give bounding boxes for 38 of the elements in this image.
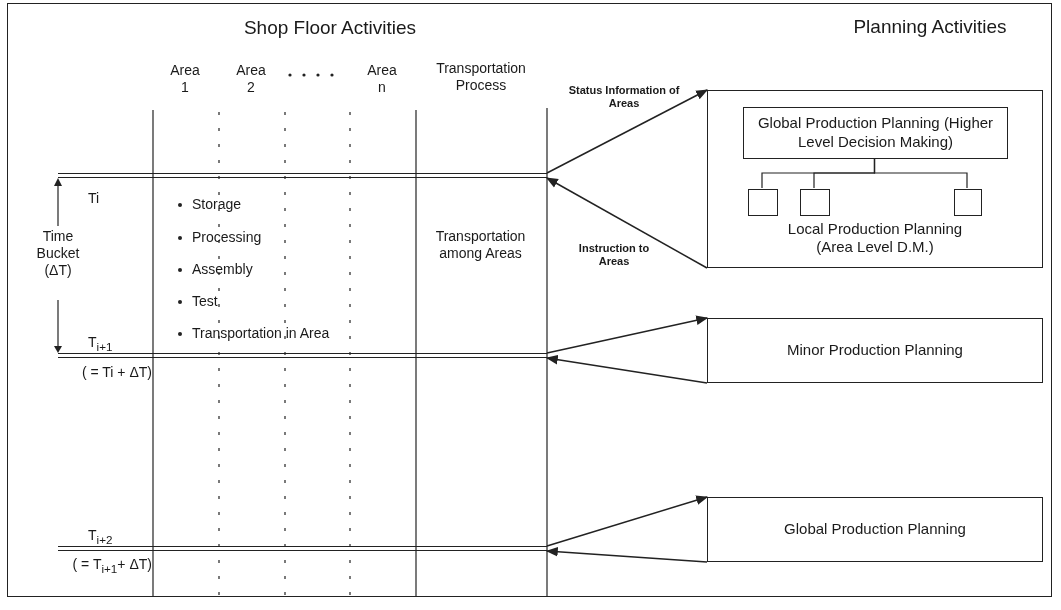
small-box bbox=[748, 189, 778, 216]
dimension-label: Time Bucket (ΔT) bbox=[35, 228, 81, 279]
arrow bbox=[546, 495, 709, 547]
arrow bbox=[546, 315, 709, 354]
list-item: Test bbox=[178, 293, 392, 310]
arrow bbox=[545, 546, 708, 563]
column-header: Area 1 bbox=[169, 62, 201, 96]
edge-label: Status Information of Areas bbox=[567, 84, 681, 111]
process-box: Minor Production Planning bbox=[707, 318, 1043, 383]
heading: Planning Activities bbox=[852, 16, 1008, 39]
time-line bbox=[58, 546, 547, 551]
time-label: T$_{i+1}$ bbox=[88, 334, 114, 354]
process-box: Global Production Planning bbox=[707, 497, 1043, 562]
time-label: Ti bbox=[88, 190, 101, 207]
process-description: Transportation among Areas bbox=[434, 228, 527, 262]
planning-box bbox=[707, 90, 1043, 268]
small-box bbox=[800, 189, 830, 216]
column-header: Transportation Process bbox=[435, 60, 527, 94]
time-label: ( = T$_{i+1}$+ ΔT) bbox=[71, 556, 152, 576]
arrow bbox=[546, 89, 709, 174]
connector-line bbox=[873, 157, 968, 189]
list-item: Assembly bbox=[178, 261, 392, 278]
time-label: T$_{i+2}$ bbox=[88, 527, 114, 547]
time-line bbox=[58, 173, 547, 178]
time-line bbox=[58, 353, 547, 358]
list-item: Transportation in Area bbox=[178, 325, 422, 342]
arrow bbox=[545, 354, 708, 384]
column-header: Area 2 bbox=[235, 62, 267, 96]
time-label: ( = Ti + ΔT) bbox=[80, 364, 152, 381]
process-box: Global Production Planning (Higher Level Decision Making) bbox=[743, 107, 1008, 159]
edge-label: Instruction to Areas bbox=[578, 242, 650, 269]
small-box bbox=[954, 189, 982, 216]
list-item: Storage bbox=[178, 196, 392, 213]
column-header: Area n bbox=[366, 62, 398, 96]
list-item: Processing bbox=[178, 229, 392, 246]
heading: Shop Floor Activities bbox=[242, 17, 418, 40]
arrow bbox=[545, 177, 708, 269]
box-caption: Local Production Planning (Area Level D.M.) bbox=[786, 219, 964, 257]
